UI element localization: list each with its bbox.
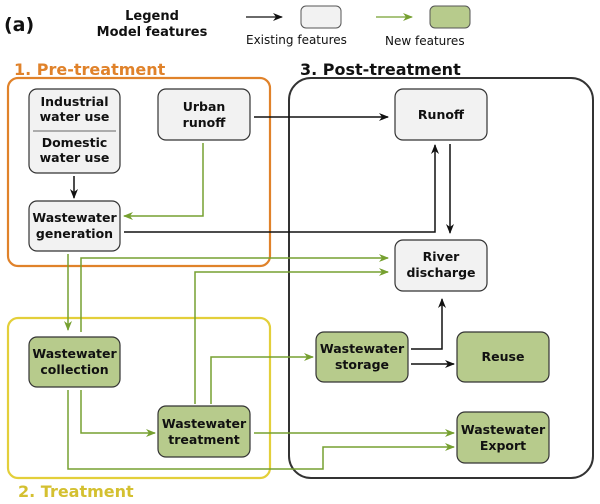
legend-title: Legend: [125, 9, 179, 24]
ww-generation-line1: Wastewater: [32, 210, 117, 225]
ww-treatment-line2: treatment: [168, 432, 239, 447]
pretreatment-group: [6, 76, 272, 268]
ww-generation-line2: generation: [36, 226, 113, 241]
arrow-collection-to-river: [80, 254, 389, 332]
treatment-group: [6, 316, 272, 480]
arrow-storage-to-river: [411, 298, 446, 350]
ww-collection-line2: collection: [40, 362, 108, 377]
node-wastewater-collection[interactable]: Wastewater collection: [28, 336, 121, 388]
node-runoff[interactable]: Runoff: [394, 88, 488, 141]
arrow-treatment-to-river: [194, 268, 389, 404]
legend-new-label: New features: [385, 34, 465, 48]
panel-label: (a): [4, 14, 34, 36]
posttreatment-title: 3. Post-treatment: [300, 60, 461, 79]
ww-treatment-line1: Wastewater: [162, 416, 247, 431]
node-wastewater-storage[interactable]: Wastewater storage: [315, 331, 409, 383]
legend-existing-label: Existing features: [246, 33, 347, 47]
river-discharge-line1: River: [423, 249, 461, 264]
node-wastewater-generation[interactable]: Wastewater generation: [28, 200, 121, 252]
node-wastewater-treatment[interactable]: Wastewater treatment: [157, 405, 251, 458]
ww-export-line1: Wastewater: [461, 422, 546, 437]
node-wastewater-export[interactable]: Wastewater Export: [456, 411, 550, 464]
pretreatment-title: 1. Pre-treatment: [14, 60, 166, 79]
ww-export-line2: Export: [480, 438, 526, 453]
arrow-treatment-to-storage: [210, 353, 314, 404]
posttreatment-group: [288, 77, 594, 479]
legend-subtitle: Model features: [97, 25, 208, 40]
node-reuse[interactable]: Reuse: [456, 331, 550, 383]
arrow-generation-to-runoff: [124, 144, 439, 233]
arrow-urban-to-generation: [123, 143, 204, 220]
urban-runoff-line1: Urban: [183, 99, 226, 114]
ww-storage-line1: Wastewater: [320, 341, 405, 356]
node-river-discharge[interactable]: River discharge: [394, 239, 488, 292]
industrial-line1: Industrial: [41, 94, 109, 109]
legend-new-swatch: [429, 5, 471, 29]
ww-collection-line1: Wastewater: [32, 346, 117, 361]
domestic-line2: water use: [40, 150, 110, 165]
treatment-title: 2. Treatment: [18, 482, 134, 501]
domestic-line1: Domestic: [42, 135, 108, 150]
node-urban-runoff[interactable]: Urban runoff: [157, 88, 251, 141]
river-discharge-line2: discharge: [406, 265, 475, 280]
node-water-use[interactable]: Industrial water use Domestic water use: [28, 88, 121, 174]
ww-storage-line2: storage: [335, 357, 389, 372]
arrow-collection-to-export: [67, 390, 455, 470]
existing-flows: [70, 113, 455, 368]
reuse-label: Reuse: [482, 349, 525, 364]
new-flows: [64, 143, 455, 470]
arrow-collection-to-treatment: [80, 390, 156, 437]
industrial-line2: water use: [40, 109, 110, 124]
legend-existing-swatch: [300, 5, 342, 29]
legend: Legend Model features Existing features …: [97, 5, 471, 48]
urban-runoff-line2: runoff: [183, 115, 227, 130]
runoff-label: Runoff: [418, 107, 465, 122]
